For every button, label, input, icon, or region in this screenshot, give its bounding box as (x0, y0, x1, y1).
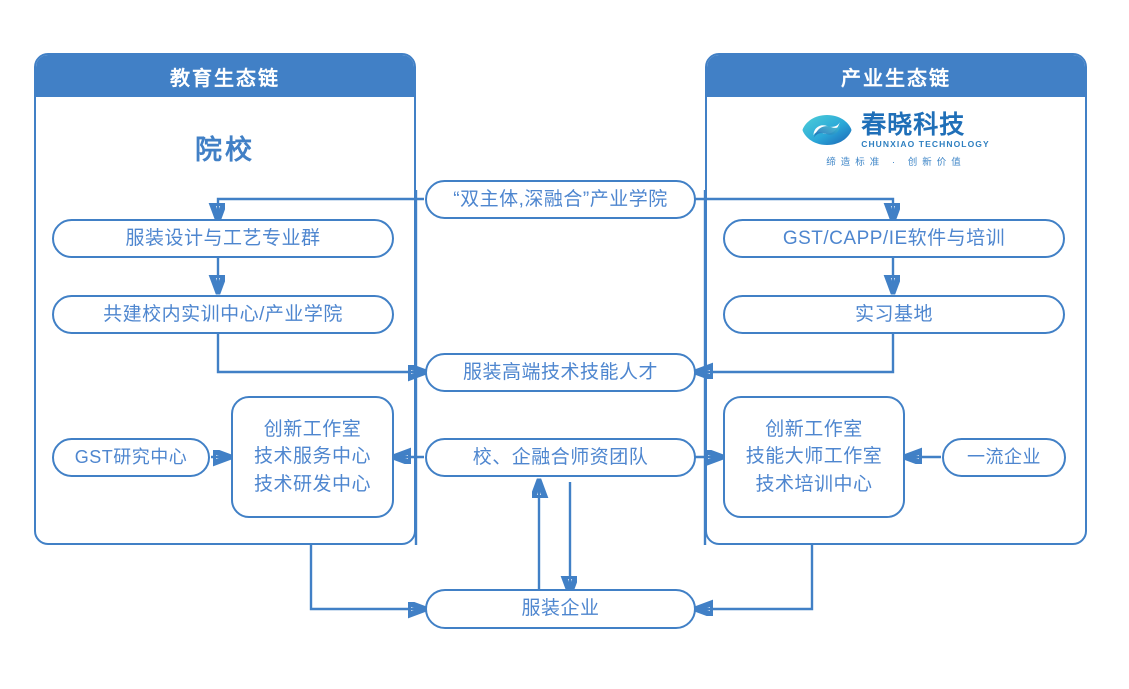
node-high-end-talent[interactable]: 服装高端技术技能人才 (425, 353, 696, 392)
wire-ind-panel-to-apparel (697, 545, 814, 609)
logo-name-en: CHUNXIAO TECHNOLOGY (861, 139, 990, 149)
node-industry-centers-line-1: 创新工作室 (765, 418, 863, 440)
node-bridge-industry-academy[interactable]: “双主体,深融合”产业学院 (425, 180, 696, 219)
node-gst-research-center-label: GST研究中心 (74, 447, 188, 468)
education-panel-title: 教育生态链 (36, 55, 414, 97)
node-gst-research-center[interactable]: GST研究中心 (52, 438, 210, 477)
logo-name-cn: 春晓科技 (861, 110, 966, 139)
node-top-enterprise-label: 一流企业 (967, 447, 1041, 468)
node-industry-centers-line-2: 技能大师工作室 (745, 446, 883, 468)
eye-swirl-logo-icon (802, 115, 852, 146)
chunxiao-logo: 春晓科技 CHUNXIAO TECHNOLOGY 缔造标准 · 创新价值 (705, 112, 1087, 168)
node-edu-centers-line-3: 技术研发中心 (253, 473, 371, 495)
logo-tagline: 缔造标准 · 创新价值 (826, 156, 966, 168)
node-industry-internship-base[interactable]: 实习基地 (723, 295, 1065, 334)
node-edu-training-center-label: 共建校内实训中心/产业学院 (103, 303, 343, 325)
industry-panel-title: 产业生态链 (707, 55, 1085, 97)
node-edu-centers-line-1: 创新工作室 (263, 418, 362, 440)
node-industry-centers-line-3: 技术培训中心 (755, 473, 873, 495)
node-edu-centers-line-2: 技术服务中心 (253, 446, 371, 468)
node-bridge-industry-academy-label: “双主体,深融合”产业学院 (453, 188, 668, 210)
node-joint-faculty-team[interactable]: 校、企融合师资团队 (425, 438, 696, 477)
education-section-label: 院校 (195, 135, 255, 165)
node-edu-major-group[interactable]: 服装设计与工艺专业群 (52, 219, 394, 258)
node-high-end-talent-label: 服装高端技术技能人才 (462, 361, 658, 383)
node-apparel-enterprise[interactable]: 服装企业 (425, 589, 696, 629)
node-edu-centers[interactable]: 创新工作室 技术服务中心 技术研发中心 (231, 396, 394, 518)
node-industry-internship-base-label: 实习基地 (854, 303, 933, 325)
node-joint-faculty-team-label: 校、企融合师资团队 (472, 446, 649, 468)
node-edu-major-group-label: 服装设计与工艺专业群 (125, 227, 321, 249)
node-apparel-enterprise-label: 服装企业 (521, 598, 600, 620)
node-edu-training-center[interactable]: 共建校内实训中心/产业学院 (52, 295, 394, 334)
node-top-enterprise[interactable]: 一流企业 (942, 438, 1066, 477)
node-industry-software[interactable]: GST/CAPP/IE软件与培训 (723, 219, 1065, 258)
node-industry-centers[interactable]: 创新工作室 技能大师工作室 技术培训中心 (723, 396, 905, 518)
node-industry-software-label: GST/CAPP/IE软件与培训 (782, 227, 1006, 249)
wire-edu-panel-to-apparel (309, 545, 424, 609)
